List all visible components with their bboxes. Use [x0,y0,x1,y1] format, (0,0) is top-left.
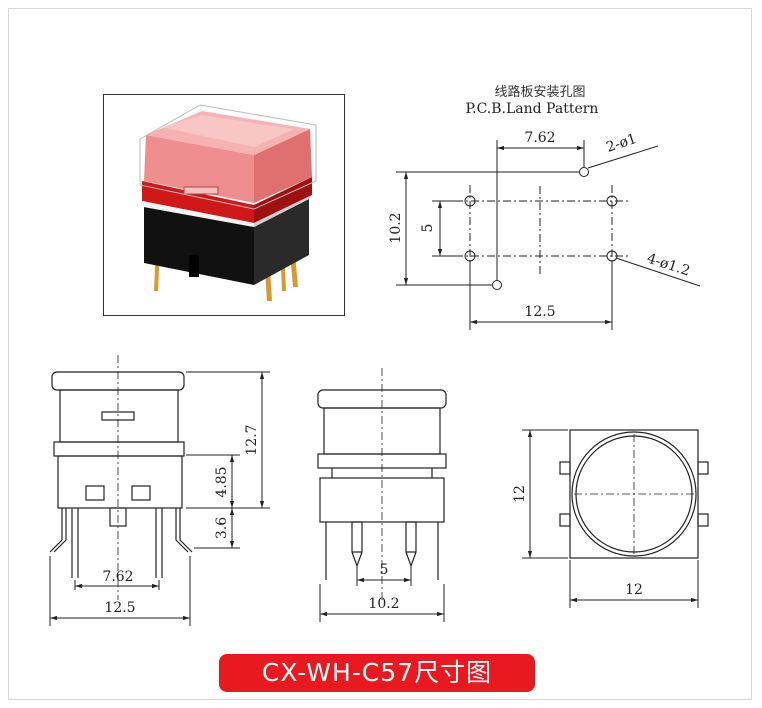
cap-highlight [162,115,294,147]
front-dim-127: 12.7 [244,424,260,455]
outline-square [569,429,699,559]
terminal-tab [85,485,105,501]
drawing-frame [8,8,752,700]
dim-5-label: 5 [420,224,436,233]
front-view-dims: 12.7 4.85 3.6 7.62 12.5 [49,371,270,626]
side-tab [697,513,709,527]
white-ring-side [254,195,312,227]
cap-body [59,389,179,443]
hole-1-2 [464,250,476,262]
light-window [101,411,135,421]
leader-4phi12 [615,257,701,287]
front-view [49,355,193,600]
hole-1-2 [606,250,618,262]
pcb-land-pattern: 线路板安装孔图 P.C.B.Land Pattern 7.62 2-ø1 10.… [388,84,701,330]
hole-1 [492,280,502,290]
cap-side [254,129,312,203]
cap-body [323,407,441,455]
pin [53,508,67,553]
dim-125-label: 12.5 [524,304,555,320]
white-ring [142,201,254,227]
center-post [109,507,127,527]
pcb-title-cn: 线路板安装孔图 [494,84,585,100]
switch-render [139,104,317,301]
base-ring [317,453,447,469]
pin-tip [351,551,363,568]
hole-1 [579,167,589,177]
top-view [559,429,709,559]
dim-102-label: 10.2 [388,212,404,243]
front-dim-762: 7.62 [102,569,133,585]
side-view [317,368,447,600]
cap-front [144,135,254,203]
light-window [183,186,219,195]
body-side [254,199,309,285]
dim-762-label: 7.62 [524,130,555,146]
pin-tip [405,551,417,568]
model-banner: CX-WH-C57尺寸图 [219,654,535,692]
leader-2phi1 [587,145,659,169]
side-tab [559,461,571,475]
dim-2phi1-label: 2-ø1 [604,131,638,156]
hole-1-2 [464,195,476,207]
front-dim-36: 3.6 [214,517,230,539]
switch-body [57,455,183,509]
switch-body [319,477,445,523]
front-dim-485: 4.85 [214,466,230,497]
pin [175,508,189,553]
terminal-tab [131,485,151,501]
side-tab [697,461,709,475]
side-view-dims: 5 10.2 [319,562,445,622]
clear-cover [139,104,317,210]
product-photo [103,94,345,316]
pin [179,508,193,553]
pcb-title-en: P.C.B.Land Pattern [466,101,599,117]
body-foot [189,255,199,277]
side-tab [559,513,571,527]
base-ring [53,441,185,457]
pin [405,521,417,553]
top-dim-12h: 12 [625,582,643,598]
body-front [144,207,254,285]
top-view-dims: 12 12 [512,429,699,608]
red-base-side [254,177,312,223]
front-dim-125: 12.5 [104,600,135,616]
pin [351,521,363,553]
outer-ring [571,431,697,557]
pin [49,508,63,553]
side-dim-5: 5 [380,562,389,578]
hole-1-2 [606,195,618,207]
top-dim-12v: 12 [512,485,528,503]
side-dim-102: 10.2 [368,596,399,612]
